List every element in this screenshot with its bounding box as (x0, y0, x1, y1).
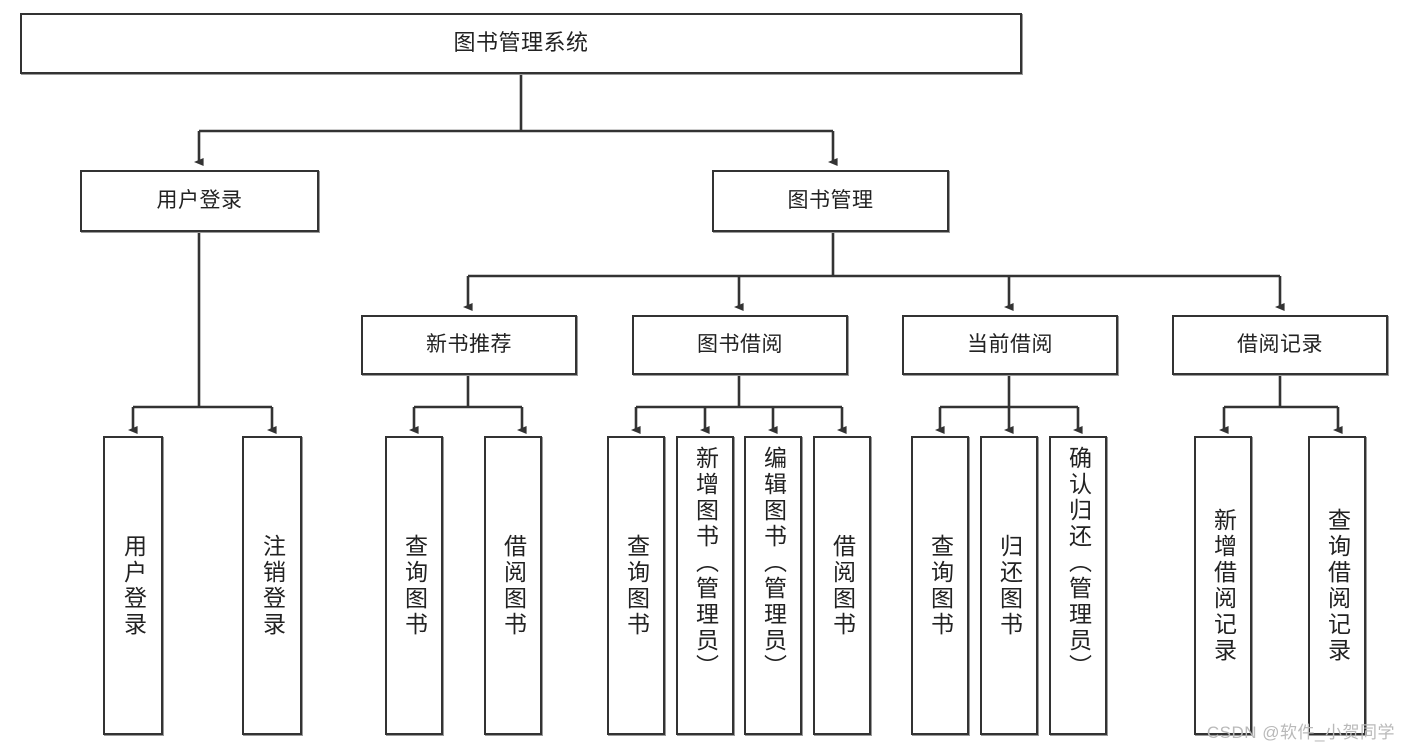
node-borrow-record[interactable]: 借阅记录 (1172, 315, 1388, 375)
node-label: 借阅图书 (829, 533, 856, 638)
node-label: 新书推荐 (426, 333, 512, 357)
node-new-book-recommend[interactable]: 新书推荐 (361, 315, 577, 375)
csdn-watermark: CSDN @软件_小贺同学 (1206, 723, 1395, 742)
node-label: 查询借阅记录 (1324, 507, 1351, 664)
node-root-book-management-system[interactable]: 图书管理系统 (20, 13, 1022, 74)
node-label: 查询图书 (401, 533, 428, 638)
leaf-new-book-query-book[interactable]: 查询图书 (385, 436, 443, 735)
node-label: 用户登录 (156, 189, 243, 213)
leaf-current-return-book[interactable]: 归还图书 (980, 436, 1038, 735)
leaf-borrow-query-book[interactable]: 查询图书 (607, 436, 665, 735)
node-label: 查询图书 (927, 533, 954, 638)
node-label: 新增借阅记录 (1210, 507, 1237, 664)
leaf-record-query-borrow-record[interactable]: 查询借阅记录 (1308, 436, 1366, 735)
node-label: 归还图书 (996, 533, 1023, 638)
node-label: 借阅图书 (500, 533, 527, 638)
node-label: 注销登录 (259, 533, 286, 638)
leaf-borrow-add-book-admin[interactable]: 新增图书（管理员） (676, 436, 734, 735)
leaf-logout[interactable]: 注销登录 (242, 436, 302, 735)
node-label: 新增图书（管理员） (692, 446, 719, 680)
leaf-borrow-borrow-book[interactable]: 借阅图书 (813, 436, 871, 735)
leaf-record-add-borrow-record[interactable]: 新增借阅记录 (1194, 436, 1252, 735)
node-label: 确认归还（管理员） (1065, 446, 1092, 680)
leaf-borrow-edit-book-admin[interactable]: 编辑图书（管理员） (744, 436, 802, 735)
node-user-login[interactable]: 用户登录 (80, 170, 319, 232)
leaf-user-login[interactable]: 用户登录 (103, 436, 163, 735)
node-label: 编辑图书（管理员） (760, 446, 787, 680)
node-label: 用户登录 (120, 533, 147, 638)
node-label: 查询图书 (623, 533, 650, 638)
node-book-management[interactable]: 图书管理 (712, 170, 949, 232)
node-book-borrow[interactable]: 图书借阅 (632, 315, 848, 375)
node-label: 图书借阅 (697, 333, 783, 357)
leaf-current-confirm-return-admin[interactable]: 确认归还（管理员） (1049, 436, 1107, 735)
node-current-borrow[interactable]: 当前借阅 (902, 315, 1118, 375)
node-label: 借阅记录 (1237, 333, 1323, 357)
node-label: 图书管理系统 (453, 30, 589, 56)
node-label: 图书管理 (787, 189, 874, 213)
leaf-current-query-book[interactable]: 查询图书 (911, 436, 969, 735)
node-label: 当前借阅 (967, 333, 1053, 357)
leaf-new-book-borrow-book[interactable]: 借阅图书 (484, 436, 542, 735)
